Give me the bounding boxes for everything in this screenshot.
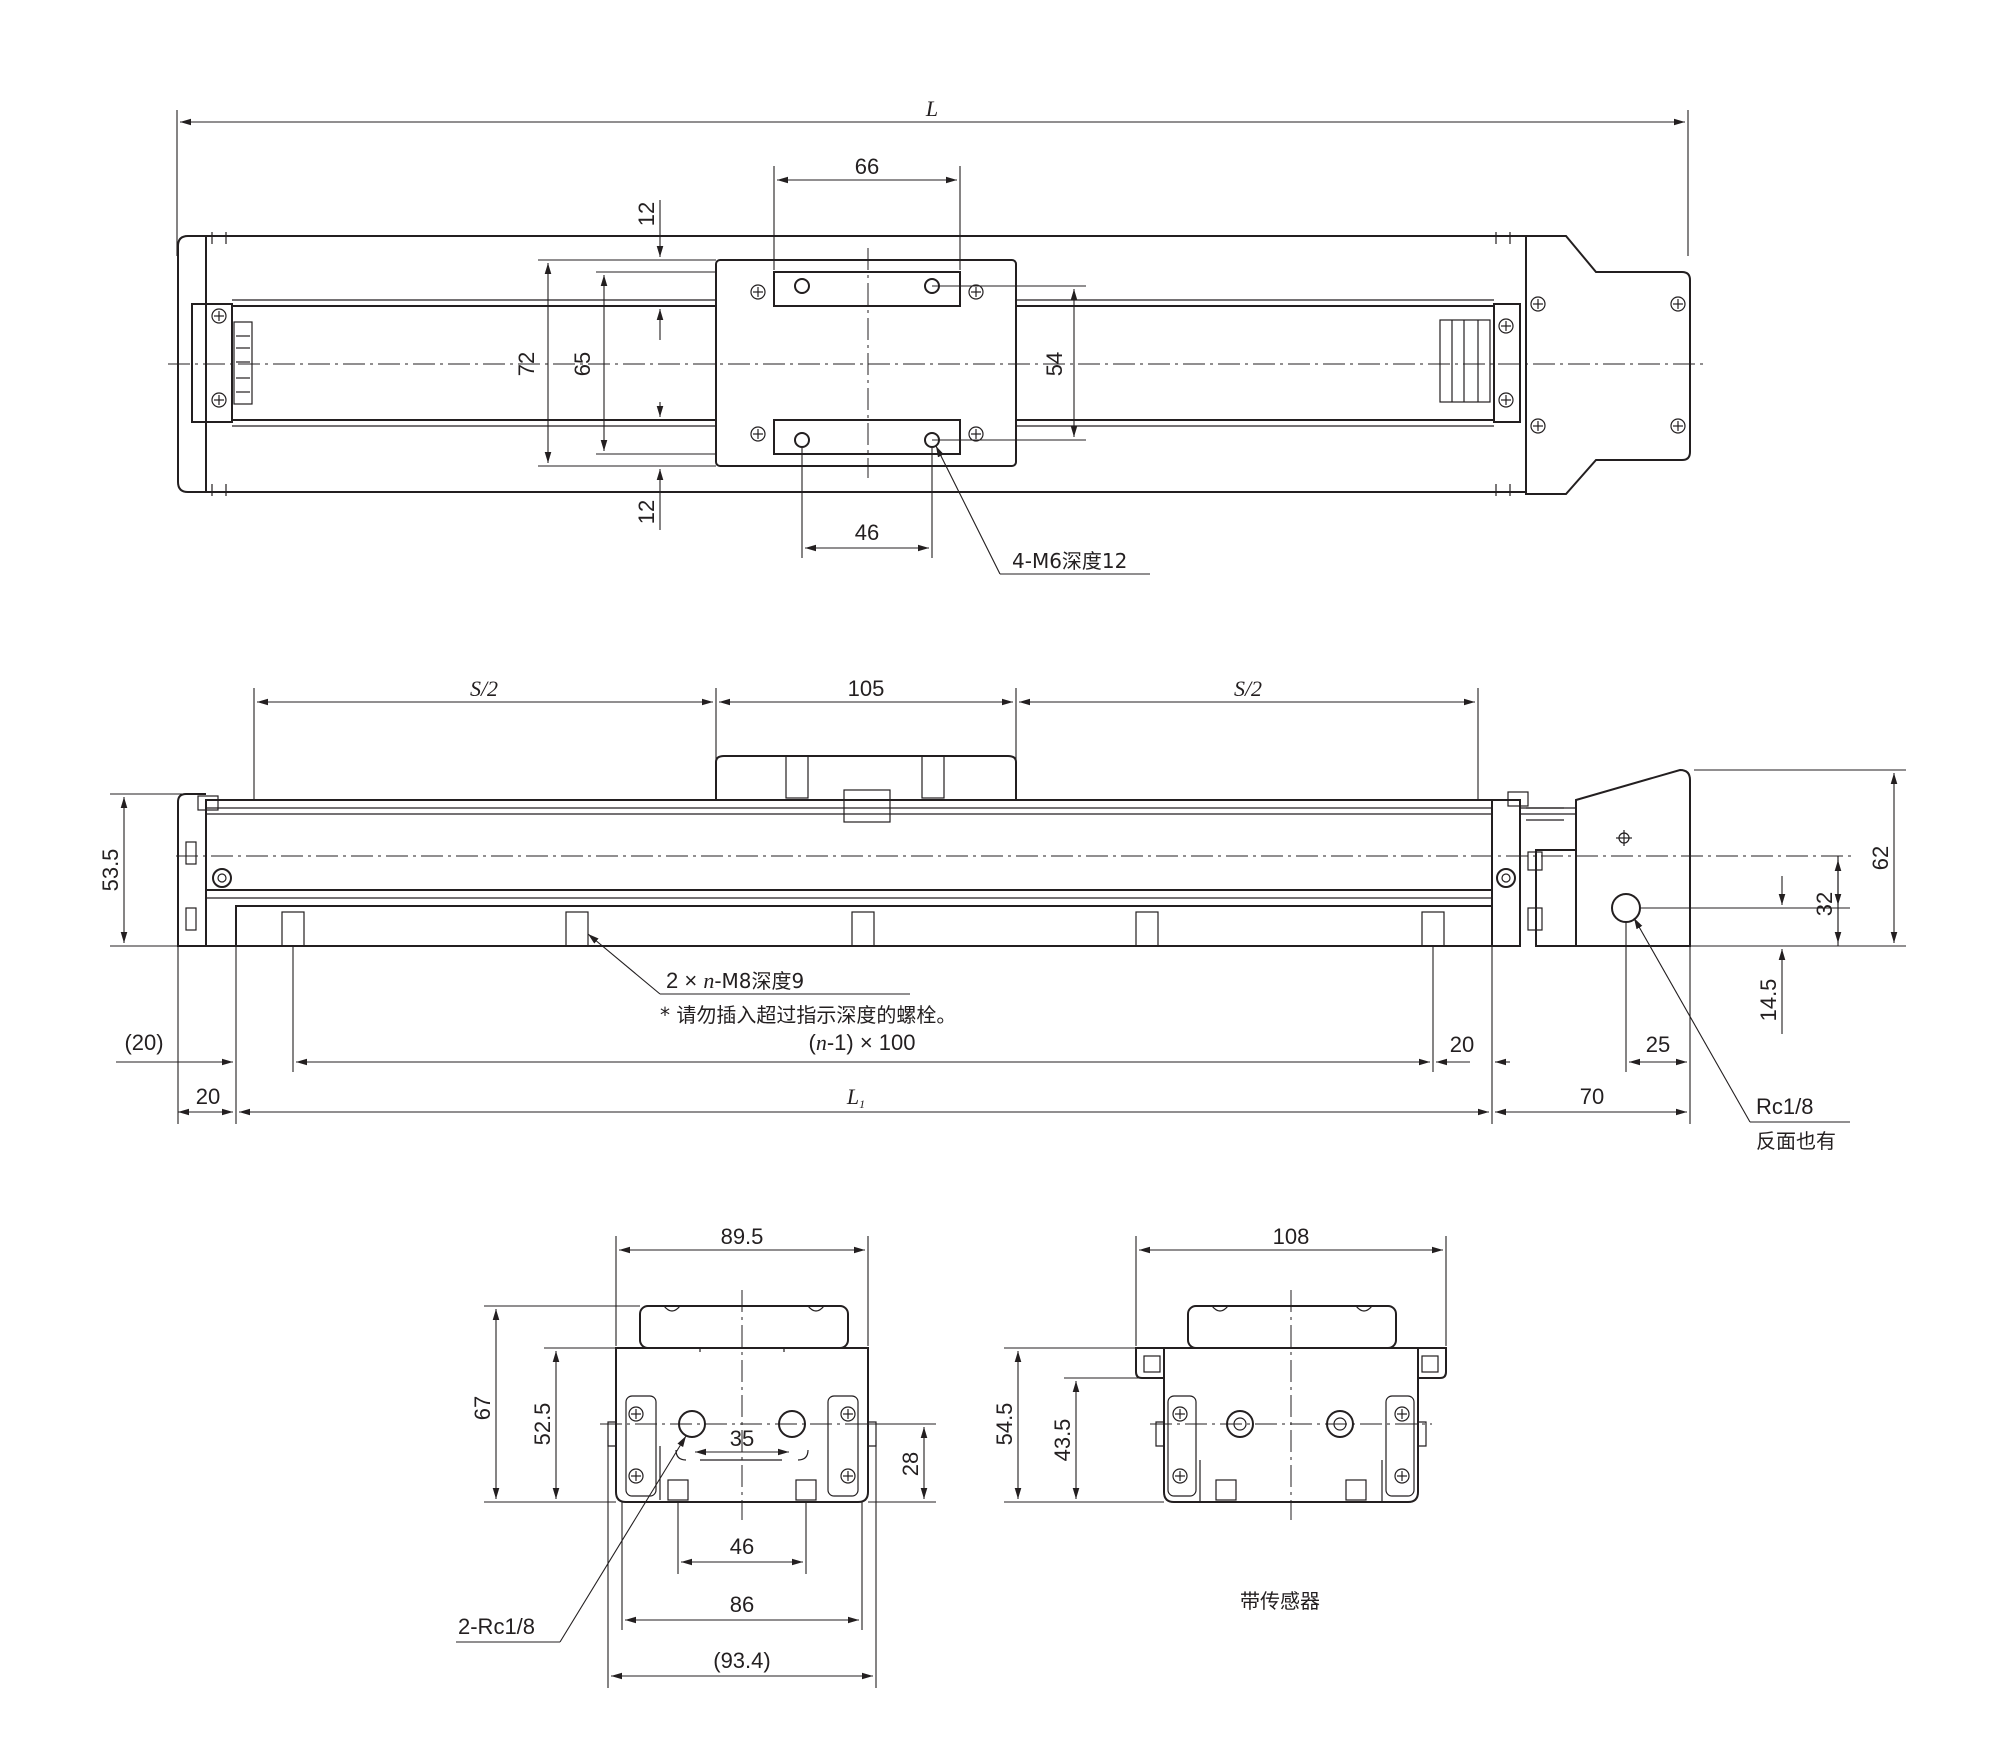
dim-label-54-5: 54.5 [992, 1403, 1017, 1446]
left-end-cap-side [177, 793, 206, 947]
dim-label-L1: L1 [846, 1084, 865, 1111]
mount-holes-n: n [703, 968, 714, 993]
end-view: 89.5 67 52.5 35 [456, 1224, 936, 1688]
side-view: S/2 105 S/2 [98, 676, 1906, 1153]
top-view: L [168, 96, 1706, 575]
dim-label-32: 32 [1812, 892, 1837, 916]
dim-label-43-5: 43.5 [1050, 1419, 1075, 1462]
dim-label-35: 35 [730, 1426, 754, 1451]
dim-label-72: 72 [514, 352, 539, 376]
dim-label-25: 25 [1646, 1032, 1670, 1057]
port-rc18 [1611, 893, 1641, 923]
dim-label-66: 66 [855, 154, 879, 179]
dim-label-65: 65 [570, 352, 595, 376]
pitch-close: -1) × 100 [827, 1030, 916, 1055]
carriage-end [639, 1305, 849, 1349]
dim-label-L: L [925, 96, 938, 121]
dim-label-108: 108 [1273, 1224, 1310, 1249]
body-end [615, 1347, 869, 1503]
carriage-top [715, 259, 1017, 467]
label-mount-holes: 2 × n-M8深度9 [666, 968, 804, 993]
dim-label-67: 67 [470, 1396, 495, 1420]
label-tapped-holes: 4-M6深度12 [1012, 549, 1127, 573]
pitch-open: ( [809, 1030, 817, 1055]
carriage-sensor-end [1187, 1305, 1397, 1349]
dim-label-20-paren: (20) [124, 1030, 163, 1055]
dim-label-46: 46 [855, 520, 879, 545]
dim-label-62: 62 [1868, 846, 1893, 870]
dim-label-20-left: 20 [196, 1084, 220, 1109]
carriage-side [715, 755, 1017, 800]
dim-label-12-bottom: 12 [634, 500, 659, 524]
dim-label-53-5: 53.5 [98, 849, 123, 892]
label-rc18: Rc1/8 [1756, 1094, 1813, 1119]
left-end-plate [191, 303, 233, 423]
label-2-rc18: 2-Rc1/8 [458, 1614, 535, 1639]
dim-label-12-top: 12 [634, 202, 659, 226]
dim-label-s2-right: S/2 [1234, 676, 1262, 701]
L1-main: L [846, 1084, 859, 1109]
mount-holes-suffix: -M8深度9 [714, 969, 804, 993]
dim-label-14-5: 14.5 [1756, 979, 1781, 1022]
motor-housing-side [1575, 768, 1691, 947]
dim-label-89-5: 89.5 [721, 1224, 764, 1249]
dim-label-54: 54 [1042, 352, 1067, 376]
dim-label-28: 28 [898, 1452, 923, 1476]
label-pitch: (n-1) × 100 [809, 1030, 916, 1055]
dim-label-20-right: 20 [1450, 1032, 1474, 1057]
motor-housing-top [1525, 235, 1691, 495]
sensor-end-view: 108 54.5 43 [992, 1224, 1447, 1613]
caption-with-sensor: 带传感器 [1240, 1589, 1320, 1613]
dim-label-70: 70 [1580, 1084, 1604, 1109]
L1-sub: 1 [859, 1097, 865, 1111]
dim-label-93-4: (93.4) [713, 1648, 770, 1673]
mount-holes-prefix: 2 × [666, 968, 703, 993]
label-bolt-warning: * 请勿插入超过指示深度的螺栓。 [660, 1003, 956, 1027]
dim-label-52-5: 52.5 [530, 1403, 555, 1446]
dim-label-105: 105 [848, 676, 885, 701]
pitch-n: n [816, 1030, 827, 1055]
body-sensor-end [1163, 1347, 1419, 1503]
dim-label-86: 86 [730, 1592, 754, 1617]
dim-label-46-end: 46 [730, 1534, 754, 1559]
dim-label-s2-left: S/2 [470, 676, 498, 701]
label-port-note: 反面也有 [1756, 1129, 1836, 1153]
